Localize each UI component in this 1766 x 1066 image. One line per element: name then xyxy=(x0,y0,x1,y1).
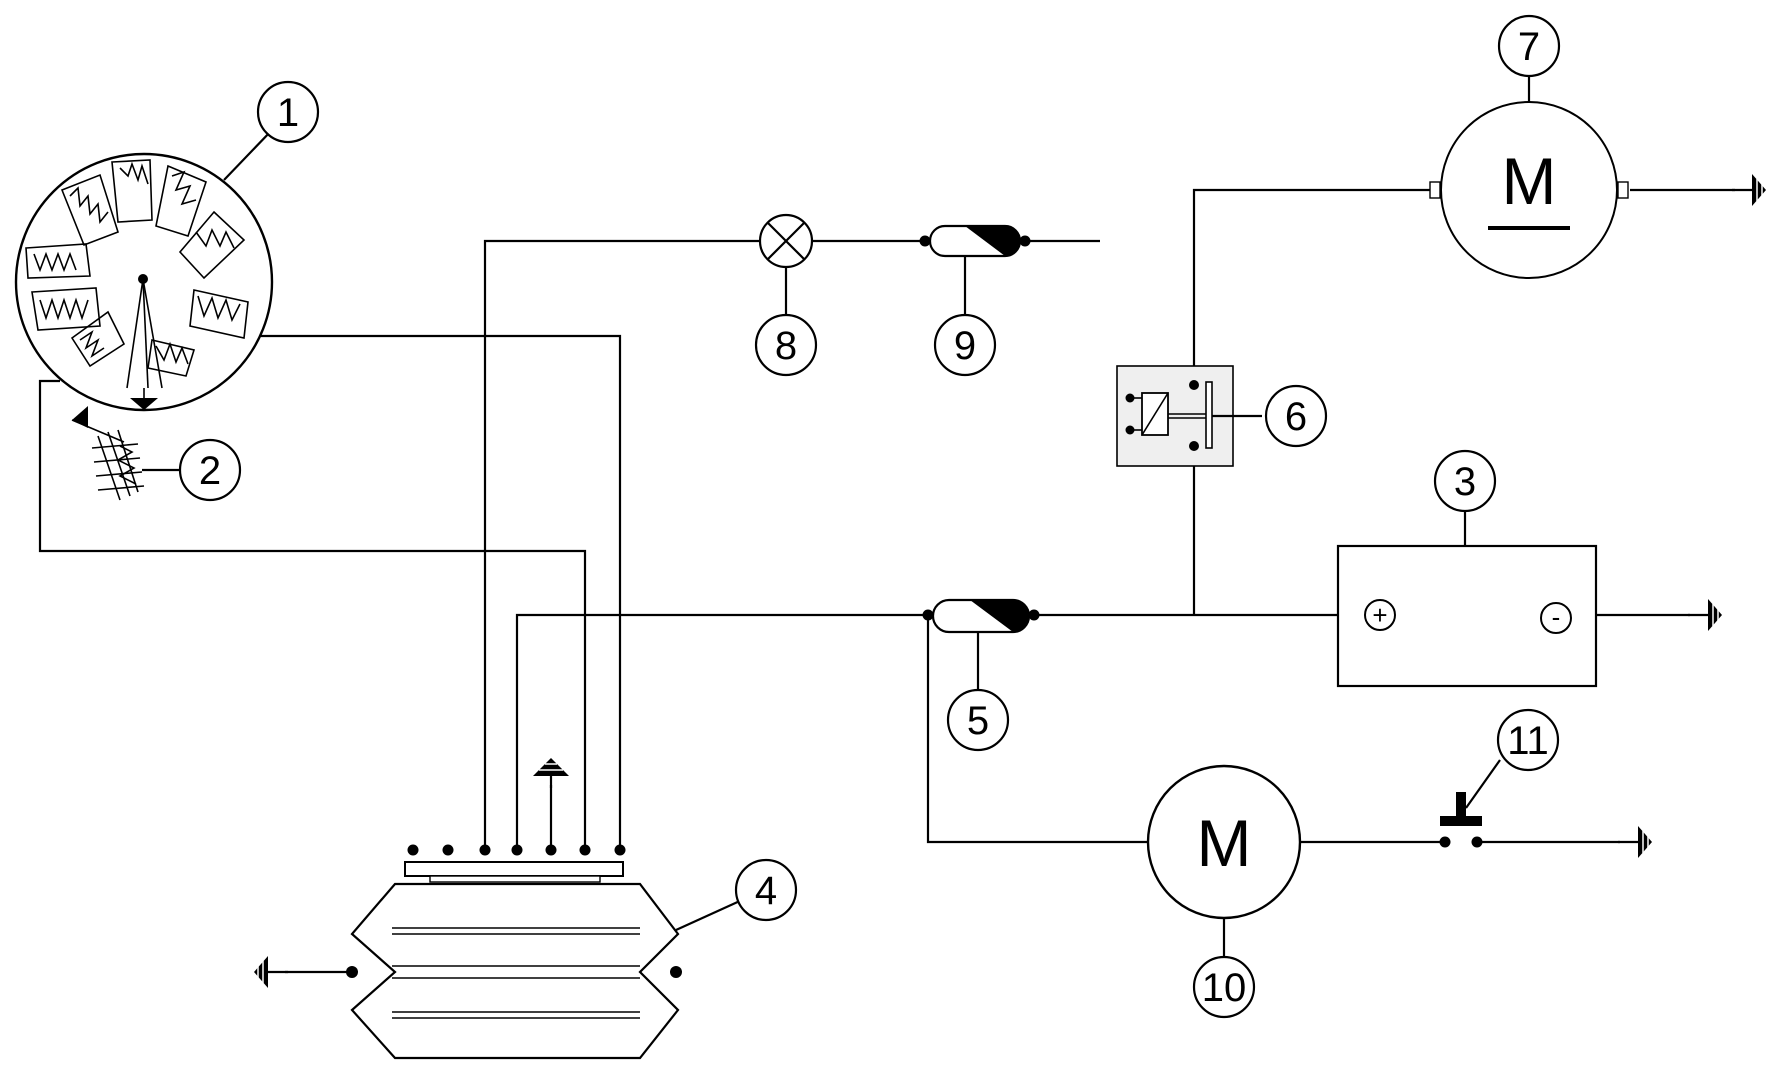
ground-icon xyxy=(1730,172,1766,208)
callout-7: 7 xyxy=(1497,14,1561,78)
push-button-icon xyxy=(1439,759,1501,848)
svg-text:1: 1 xyxy=(277,91,299,135)
ground-icon xyxy=(252,954,290,990)
motor-icon: M xyxy=(1146,764,1302,960)
callout-8: 8 xyxy=(754,313,818,377)
callout-6: 6 xyxy=(1264,384,1328,448)
callout-10: 10 xyxy=(1192,955,1256,1019)
svg-text:5: 5 xyxy=(967,699,989,743)
battery-positive-terminal: + xyxy=(1364,599,1396,631)
callout-11: 11 xyxy=(1496,708,1560,772)
lamp-icon xyxy=(758,213,814,318)
svg-text:2: 2 xyxy=(199,449,221,493)
callout-1: 1 xyxy=(223,80,320,181)
battery-icon: + - xyxy=(1336,506,1598,688)
stator-icon xyxy=(14,152,274,412)
relay-icon xyxy=(1116,365,1262,467)
starter-motor-label: M xyxy=(1197,806,1252,880)
callout-4: 4 xyxy=(675,858,798,932)
regulator-terminals xyxy=(407,844,626,856)
callout-5: 5 xyxy=(946,688,1010,752)
pickup-coil-icon xyxy=(71,406,145,501)
battery-negative-terminal: - xyxy=(1540,602,1572,634)
callout-2: 2 xyxy=(142,438,242,502)
fuse-icon xyxy=(922,598,1040,695)
svg-text:8: 8 xyxy=(775,324,797,368)
ground-symbols xyxy=(252,172,1766,990)
ground-icon xyxy=(533,758,569,788)
ground-icon xyxy=(1616,824,1654,860)
fan-motor-label: M xyxy=(1502,144,1557,218)
callout-9: 9 xyxy=(933,313,997,377)
svg-text:9: 9 xyxy=(954,324,976,368)
battery-positive-label: + xyxy=(1372,600,1387,630)
svg-text:3: 3 xyxy=(1454,460,1476,504)
ground-icon xyxy=(1686,597,1724,633)
motor-icon: M xyxy=(1429,76,1629,279)
svg-text:10: 10 xyxy=(1202,966,1247,1010)
battery-negative-label: - xyxy=(1552,602,1561,632)
svg-text:7: 7 xyxy=(1518,25,1540,69)
fuse-icon xyxy=(919,224,1031,320)
svg-text:4: 4 xyxy=(755,869,777,913)
callouts: 1 2 3 4 5 6 7 8 xyxy=(142,14,1561,1019)
svg-text:6: 6 xyxy=(1285,395,1307,439)
svg-text:11: 11 xyxy=(1507,719,1549,763)
callout-3: 3 xyxy=(1433,449,1497,513)
regulator-icon xyxy=(346,844,682,1060)
